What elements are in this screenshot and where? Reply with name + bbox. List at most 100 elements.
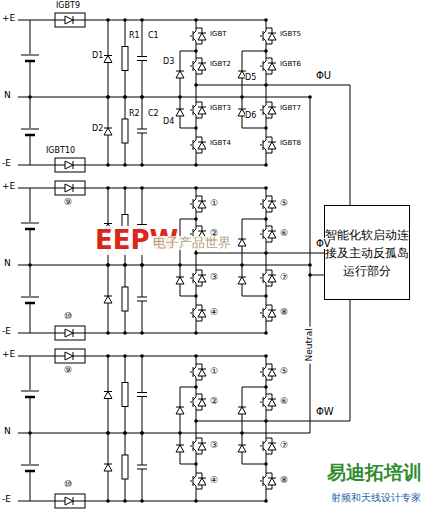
component-label: D5	[245, 74, 256, 83]
junction-dot	[140, 499, 144, 503]
igbt-bar	[263, 441, 264, 451]
diode-bar	[104, 391, 112, 392]
igbt-gate	[260, 36, 262, 37]
igbt-collector	[263, 476, 266, 479]
junction-dot	[123, 431, 127, 435]
component-label: IGBT8	[280, 140, 301, 148]
diode-bar	[268, 231, 276, 232]
component-label: C2	[148, 110, 159, 119]
igbt-emitter	[263, 236, 266, 239]
igbt-collector	[193, 476, 196, 479]
rail-label: +E	[2, 14, 15, 24]
igbt-bar	[193, 441, 194, 451]
igbt-bar	[193, 199, 194, 209]
igbt-emitter	[263, 315, 266, 318]
igbt-bar	[193, 308, 194, 318]
igbt-symbol	[55, 13, 85, 27]
igbt-lead	[266, 473, 272, 474]
igbt-lead	[266, 74, 272, 75]
capacitor-plate	[137, 465, 147, 466]
igbt-gate	[190, 110, 192, 111]
junction-dot	[140, 18, 144, 22]
igbt-bar	[263, 367, 264, 377]
igbt-gate	[260, 278, 262, 279]
igbt-collector	[193, 199, 196, 202]
igbt-bar	[193, 476, 194, 486]
diode-bar	[198, 107, 206, 108]
igbt-ground	[260, 436, 276, 456]
diode-bar	[268, 63, 276, 64]
diode-bar	[268, 310, 276, 311]
neutral-wire	[242, 97, 310, 98]
junction-dot	[106, 431, 110, 435]
igbt-bar	[263, 105, 264, 115]
igbt-bar	[193, 397, 194, 407]
clamp-wire	[180, 219, 196, 220]
igbt-lead	[73, 333, 85, 334]
battery-wire	[30, 356, 31, 501]
junction-dot	[194, 18, 198, 22]
component-label: D1	[92, 52, 103, 61]
junction-dot	[194, 331, 198, 335]
igbt-gate	[190, 204, 192, 205]
diode-bar	[268, 33, 276, 34]
battery-plate	[25, 396, 35, 399]
junction-dot	[140, 331, 144, 335]
junction-dot	[140, 186, 144, 190]
igbt-lead	[196, 137, 202, 138]
diode-bar	[268, 443, 276, 444]
igbt-ground	[190, 436, 206, 456]
diode-bar	[238, 71, 246, 72]
junction-dot	[264, 499, 268, 503]
igbt-collector	[263, 441, 266, 444]
wire	[142, 265, 143, 297]
diode-bar	[176, 109, 184, 110]
clamp-wire	[242, 464, 266, 465]
junction-dot	[264, 331, 268, 335]
junction-dot	[264, 385, 268, 389]
igbt-lead	[266, 394, 272, 395]
diode-bar	[198, 201, 206, 202]
igbt-symbol	[55, 349, 85, 363]
diode-symbol	[268, 107, 276, 114]
clamp-wire	[180, 51, 196, 52]
igbt-lead	[266, 118, 272, 119]
clamp-wire	[180, 387, 196, 388]
neutral-rail	[18, 97, 242, 98]
diode-bar	[268, 399, 276, 400]
wire	[142, 61, 143, 98]
callout-number: ①	[210, 367, 218, 377]
rail-label: N	[4, 259, 11, 269]
diode-symbol	[268, 142, 276, 149]
igbt-gate	[260, 402, 262, 403]
phase-v-wire	[266, 253, 324, 254]
diode-bar	[176, 277, 184, 278]
junction-dot	[28, 431, 32, 435]
wire	[142, 188, 143, 225]
igbt-gate	[190, 278, 192, 279]
igbt-gate	[260, 313, 262, 314]
component-label: IGBT7	[280, 105, 301, 113]
igbt-emitter	[193, 68, 196, 71]
diode-symbol	[65, 329, 73, 337]
igbt-bar	[193, 273, 194, 283]
battery-plate	[21, 465, 39, 466]
igbt-emitter	[263, 448, 266, 451]
callout-number: ⑨	[64, 198, 72, 208]
junction-dot	[264, 294, 268, 298]
wire	[142, 469, 143, 501]
igbt-emitter	[193, 38, 196, 41]
diode-bar	[176, 71, 184, 72]
igbt-symbol	[55, 326, 85, 340]
diode-bar	[198, 310, 206, 311]
junction-dot	[178, 95, 182, 99]
diode-symbol	[198, 63, 206, 70]
igbt-emitter	[263, 280, 266, 283]
diode-bar	[198, 33, 206, 34]
igbt-ground	[260, 224, 276, 244]
component-label: R2	[129, 110, 140, 119]
battery-plate	[25, 228, 35, 231]
component-label: IGBT	[210, 31, 227, 39]
igbt-emitter	[263, 206, 266, 209]
diode-bar	[268, 107, 276, 108]
